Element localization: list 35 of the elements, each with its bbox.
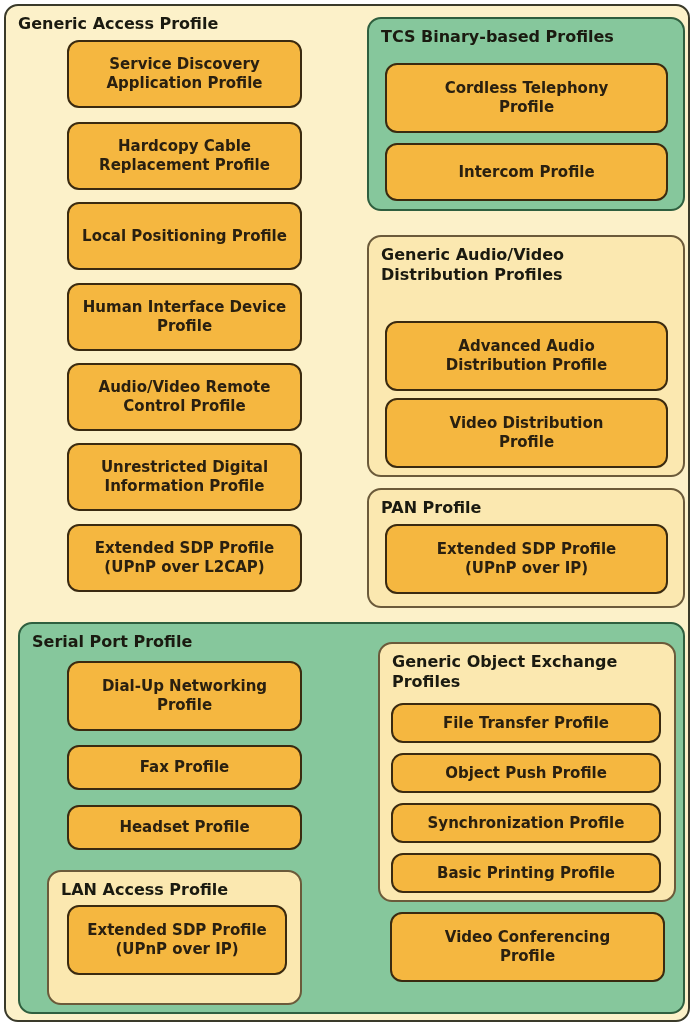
group-title: LAN Access Profile xyxy=(61,880,230,900)
group-title: Generic Audio/Video Distribution Profiles xyxy=(381,245,566,285)
profile-box: Service Discovery Application Profile xyxy=(67,40,302,108)
profile-box: Extended SDP Profile (UPnP over IP) xyxy=(385,524,668,594)
profile-box: Synchronization Profile xyxy=(391,803,661,843)
profile-group xyxy=(18,622,685,1014)
profile-group xyxy=(378,642,676,902)
profile-box: Advanced Audio Distribution Profile xyxy=(385,321,668,391)
profile-box: Fax Profile xyxy=(67,745,302,790)
profile-box: Dial-Up Networking Profile xyxy=(67,661,302,731)
profile-box: Intercom Profile xyxy=(385,143,668,201)
profile-box: Object Push Profile xyxy=(391,753,661,793)
group-title: PAN Profile xyxy=(381,498,483,518)
profile-box: Cordless Telephony Profile xyxy=(385,63,668,133)
profile-box: Human Interface Device Profile xyxy=(67,283,302,351)
profile-group xyxy=(367,235,685,477)
profile-box: Extended SDP Profile (UPnP over L2CAP) xyxy=(67,524,302,592)
profile-group xyxy=(47,870,302,1005)
profile-box: File Transfer Profile xyxy=(391,703,661,743)
profile-box: Video Distribution Profile xyxy=(385,398,668,468)
profile-box: Local Positioning Profile xyxy=(67,202,302,270)
group-title: Generic Access Profile xyxy=(18,14,220,34)
profile-box: Hardcopy Cable Replacement Profile xyxy=(67,122,302,190)
profile-box: Unrestricted Digital Information Profile xyxy=(67,443,302,511)
profile-group xyxy=(367,17,685,211)
profile-box: Headset Profile xyxy=(67,805,302,850)
profile-box: Audio/Video Remote Control Profile xyxy=(67,363,302,431)
group-title: Serial Port Profile xyxy=(32,632,194,652)
profile-box: Basic Printing Profile xyxy=(391,853,661,893)
profile-box: Extended SDP Profile (UPnP over IP) xyxy=(67,905,287,975)
profile-box: Video Conferencing Profile xyxy=(390,912,665,982)
profile-group xyxy=(4,4,690,1022)
profile-group xyxy=(367,488,685,608)
group-title: Generic Object Exchange Profiles xyxy=(392,652,619,692)
group-title: TCS Binary-based Profiles xyxy=(381,27,615,47)
